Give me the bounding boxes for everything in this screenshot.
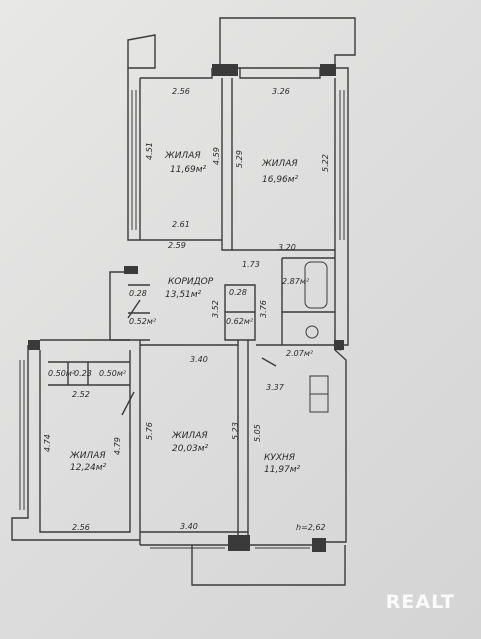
wall-outline-top-left (127, 34, 156, 69)
dim-closet-052: 0.52м² (129, 317, 157, 326)
wall-small-closets (128, 284, 256, 341)
dim-352: 3.52 (211, 300, 220, 318)
room-area-kitchen: 11,97м² (264, 465, 301, 475)
dim-320: 3.20 (278, 243, 296, 252)
realt-watermark: REALT (385, 591, 455, 613)
wall-left-closets (48, 361, 130, 386)
room-name-corridor: КОРИДОР (168, 277, 214, 287)
pillar-top-2 (320, 64, 336, 76)
window-left-upper (131, 90, 137, 230)
dim-479: 4.79 (113, 437, 122, 455)
window-left-lower (19, 360, 25, 510)
bathtub-icon (304, 261, 328, 309)
wall-left-inner (39, 350, 131, 533)
pillar-top-1 (212, 64, 238, 76)
wall-center-top (140, 340, 239, 346)
room-area-bedroom-top-left: 11,69м² (170, 165, 207, 175)
wall-inner-vertical-top (221, 78, 233, 251)
dim-340-top: 3.40 (190, 355, 208, 364)
dim-closet-023: 0.23 (74, 369, 92, 378)
room-area-living-center: 20,03м² (172, 444, 209, 454)
dim-256-bottom: 2.56 (72, 523, 90, 532)
window-right-upper (339, 90, 345, 240)
room-name-bedroom-top-right: ЖИЛАЯ (262, 159, 298, 169)
dim-bath-area: 2.87м² (282, 277, 310, 286)
dim-top-left-width: 2.56 (172, 87, 190, 96)
pillar-left-top (28, 340, 40, 350)
wall-left-upper (127, 68, 140, 241)
dim-340-bottom: 3.40 (180, 522, 198, 531)
room-area-bedroom-left: 12,24м² (70, 463, 107, 473)
wall-wet-block (281, 257, 335, 346)
dim-wc-area: 2.07м² (286, 349, 314, 358)
wall-center-right (237, 340, 249, 545)
dim-576: 5.76 (145, 422, 154, 440)
dim-right-height: 5.22 (321, 154, 330, 172)
dim-mid-right-height: 5.29 (235, 150, 244, 168)
dim-mid-left-height: 4.59 (212, 147, 221, 165)
wall-corridor-left (109, 271, 128, 341)
wall-right-outer (335, 67, 349, 346)
room-name-bedroom-top-left: ЖИЛАЯ (165, 151, 201, 161)
pillar-bottom-2 (312, 538, 326, 552)
room-name-living-center: ЖИЛАЯ (172, 431, 208, 441)
dim-505: 5.05 (253, 424, 262, 442)
dim-523: 5.23 (231, 422, 240, 440)
wall-outline-top-right (219, 17, 356, 69)
dim-259: 2.59 (168, 241, 186, 250)
ceiling-height: h=2,62 (296, 523, 326, 532)
dim-closet-028b: 0.28 (229, 288, 247, 297)
dim-474: 4.74 (43, 434, 52, 452)
dim-173: 1.73 (242, 260, 260, 269)
door-swing-corridor (127, 299, 141, 319)
room-area-corridor: 13,51м² (165, 290, 202, 300)
door-swing-kitchen (261, 357, 277, 367)
dim-252: 2.52 (72, 390, 90, 399)
dim-337: 3.37 (266, 383, 284, 392)
wall-corridor-top (140, 239, 335, 251)
wall-right-inner (320, 78, 347, 543)
dim-closet-050a: 0.50м² (48, 369, 76, 378)
dim-376: 3.76 (259, 300, 268, 318)
dim-closet-062: 0.62м² (226, 317, 254, 326)
room-name-bedroom-left: ЖИЛАЯ (70, 451, 106, 461)
dim-left-height: 4.51 (145, 142, 154, 160)
wall-left-block (11, 339, 140, 541)
room-name-kitchen: КУХНЯ (264, 453, 296, 463)
wall-balcony (191, 545, 346, 586)
sink-icon (305, 325, 319, 339)
dim-top-right-width: 3.26 (272, 87, 290, 96)
room-area-bedroom-top-right: 16,96м² (262, 175, 299, 185)
dim-closet-050b: 0.50м² (99, 369, 127, 378)
pillar-corridor (124, 266, 138, 274)
door-swing-left (121, 391, 135, 416)
dim-261: 2.61 (172, 220, 190, 229)
pillar-bottom-1 (228, 535, 250, 551)
dim-closet-028: 0.28 (129, 289, 147, 298)
